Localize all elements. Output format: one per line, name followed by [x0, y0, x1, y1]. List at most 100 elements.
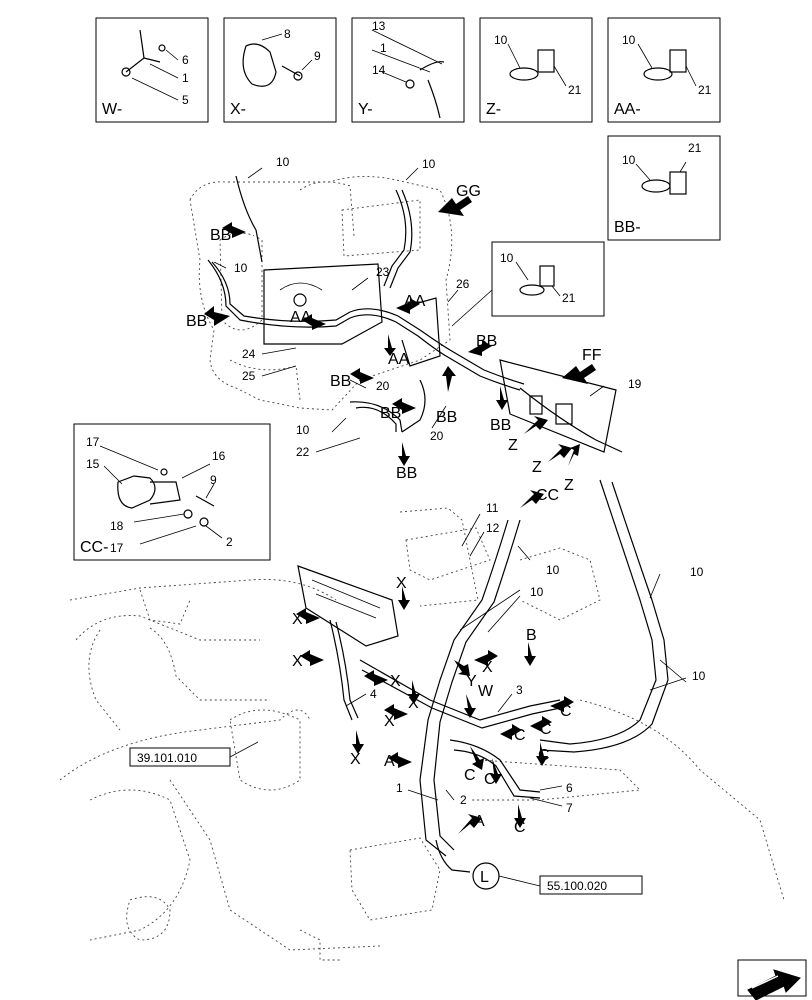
callout-10: 10	[276, 155, 290, 169]
view-label-x: X	[350, 751, 361, 768]
view-label-c: C	[464, 767, 476, 784]
callout-6: 6	[566, 781, 573, 795]
svg-text:L: L	[480, 869, 489, 886]
view-label-w: W	[478, 683, 494, 700]
callout-1: 1	[182, 71, 189, 85]
callout-6: 6	[182, 53, 189, 67]
view-label-z: Z	[508, 437, 518, 454]
detail-title-bb: BB-	[614, 219, 641, 236]
detail-box-aa: 10 21 AA-	[607, 17, 721, 123]
callout-21: 21	[568, 83, 582, 97]
callout-2: 2	[226, 535, 233, 549]
callout-26: 26	[456, 277, 470, 291]
callout-4: 4	[370, 687, 377, 701]
callout-10: 10	[500, 251, 514, 265]
view-label-bb: BB	[396, 465, 417, 482]
control-box	[297, 565, 399, 647]
view-label-c: C	[514, 727, 526, 744]
view-label-c: C	[484, 771, 496, 788]
callout-21: 21	[698, 83, 712, 97]
callout-10: 10	[622, 153, 636, 167]
view-label-bb: BB	[476, 333, 497, 350]
view-label-x: X	[384, 713, 395, 730]
detail-title-y: Y-	[358, 101, 373, 118]
callout-10: 10	[494, 33, 508, 47]
engine-view-arrows: GG FF BB BB BB BB BB BB BB BB AA AA AA Z…	[186, 183, 602, 494]
view-label-b: B	[526, 627, 537, 644]
callout-10: 10	[530, 585, 544, 599]
engine-callouts: 10 10 10 23 26 24 25 20 20 19 10 22	[213, 155, 642, 459]
callout-10: 10	[296, 423, 310, 437]
callout-2: 2	[460, 793, 467, 807]
callout-16: 16	[212, 449, 226, 463]
corner-navigation-icon[interactable]	[737, 959, 807, 1000]
view-label-bb: BB	[436, 409, 457, 426]
callout-11: 11	[486, 501, 499, 515]
callout-7: 7	[566, 801, 573, 815]
callout-21: 21	[688, 141, 702, 155]
callout-22: 22	[296, 445, 310, 459]
callout-9: 9	[210, 473, 217, 487]
detail-title-x: X-	[230, 101, 246, 118]
view-label-bb: BB	[380, 405, 401, 422]
callout-17: 17	[86, 435, 100, 449]
view-label-ff: FF	[582, 347, 602, 364]
callout-20: 20	[376, 379, 390, 393]
callout-10: 10	[546, 563, 560, 577]
detail-box-w: 6 1 5 W-	[95, 17, 209, 123]
view-label-a: A	[474, 813, 485, 830]
callout-10: 10	[690, 565, 704, 579]
view-label-cc: CC	[536, 487, 559, 504]
callout-20: 20	[430, 429, 444, 443]
callout-10: 10	[622, 33, 636, 47]
callout-25: 25	[242, 369, 256, 383]
reference-55-100-020: L 55.100.020	[472, 862, 643, 895]
view-label-aa: AA	[290, 309, 312, 326]
view-label-x: X	[292, 653, 303, 670]
view-label-a: A	[384, 753, 395, 770]
view-label-aa: AA	[404, 293, 426, 310]
callout-23: 23	[376, 265, 390, 279]
inset-box: 10 21	[451, 241, 605, 327]
view-label-c: C	[560, 703, 572, 720]
detail-title-cc: CC-	[80, 539, 108, 556]
detail-box-cc: 17 16 15 9 18 17 2 CC-	[73, 423, 271, 561]
callout-18: 18	[110, 519, 124, 533]
svg-text:55.100.020: 55.100.020	[547, 879, 607, 893]
callout-15: 15	[86, 457, 100, 471]
view-label-bb: BB	[330, 373, 351, 390]
callout-12: 12	[486, 521, 500, 535]
detail-box-bb: 10 21 BB-	[607, 135, 721, 241]
callout-13: 13	[372, 19, 386, 33]
view-label-c: C	[538, 747, 550, 764]
callout-10: 10	[692, 669, 706, 683]
view-label-bb: BB	[210, 227, 231, 244]
detail-title-z: Z-	[486, 101, 501, 118]
callout-1: 1	[380, 41, 387, 55]
svg-text:39.101.010: 39.101.010	[137, 751, 197, 765]
view-label-c: C	[540, 721, 552, 738]
detail-title-aa: AA-	[614, 101, 641, 118]
callout-14: 14	[372, 63, 386, 77]
reference-39-101-010: 39.101.010	[129, 741, 259, 767]
frame-outline	[59, 507, 785, 961]
callout-19: 19	[628, 377, 642, 391]
view-label-z: Z	[564, 477, 574, 494]
engine-outline	[189, 175, 453, 411]
bracket-19	[499, 359, 623, 453]
callout-1: 1	[396, 781, 403, 795]
lower-view-arrows: CC X X X X X X X X Y W A A B C C C	[292, 487, 574, 836]
view-label-x: X	[482, 659, 493, 676]
callout-9: 9	[314, 49, 321, 63]
lower-callouts: 11 12 10 10 10 10 4 3 1 2 6 7	[345, 501, 706, 815]
callout-21: 21	[562, 291, 576, 305]
view-label-x: X	[292, 611, 303, 628]
view-label-x: X	[390, 673, 401, 690]
callout-3: 3	[516, 683, 523, 697]
view-label-gg: GG	[456, 183, 481, 200]
engine-harness	[207, 175, 525, 433]
view-label-x: X	[396, 575, 407, 592]
lower-harness	[329, 479, 669, 873]
callout-24: 24	[242, 347, 256, 361]
